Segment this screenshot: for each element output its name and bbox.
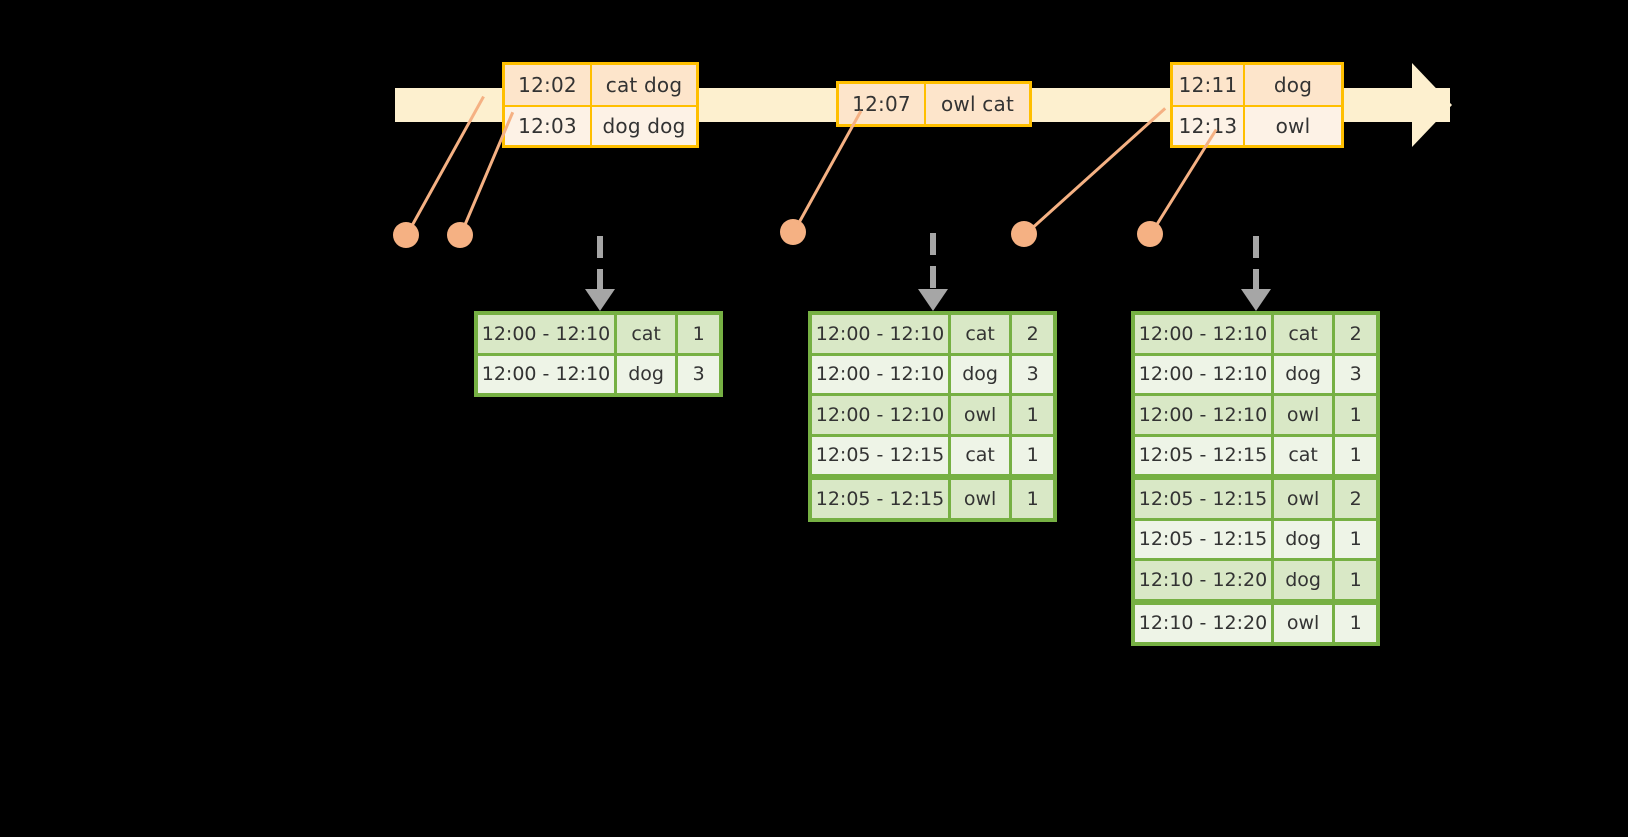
- dot-1202: [393, 222, 419, 248]
- cell-window: 12:00 - 12:10: [1135, 315, 1271, 353]
- connector-line-1207: [791, 110, 863, 235]
- cell-word: dog: [616, 355, 676, 393]
- cell-window: 12:05 - 12:15: [1135, 520, 1271, 558]
- event-row: 12:13 owl: [1173, 105, 1341, 145]
- cell-count: 1: [1335, 396, 1376, 434]
- event-row: 12:07 owl cat: [839, 84, 1029, 124]
- cell-count: 1: [1335, 520, 1376, 558]
- cell-word: owl: [1273, 604, 1333, 642]
- cell-count: 1: [1012, 480, 1053, 518]
- cell-word: dog: [1273, 355, 1333, 393]
- event-box-group-2: 12:07 owl cat: [836, 81, 1032, 127]
- cell-window: 12:05 - 12:15: [812, 436, 948, 474]
- event-row: 12:11 dog: [1173, 65, 1341, 105]
- dashed-arrow-3: [1241, 236, 1271, 311]
- cell-window: 12:00 - 12:10: [812, 315, 948, 353]
- cell-word: dog: [1273, 520, 1333, 558]
- dot-1207: [780, 219, 806, 245]
- event-box-group-1: 12:02 cat dog 12:03 dog dog: [502, 62, 699, 148]
- arrowhead-icon: [918, 289, 948, 311]
- cell-word: cat: [1273, 436, 1333, 474]
- event-words: dog: [1245, 65, 1341, 105]
- connector-line-1211: [1022, 107, 1167, 237]
- event-time: 12:02: [505, 65, 592, 105]
- cell-count: 3: [678, 355, 719, 393]
- event-words: owl cat: [926, 84, 1029, 124]
- dashed-line: [597, 236, 603, 291]
- timeline-arrowhead-icon: [1412, 63, 1452, 147]
- arrowhead-icon: [585, 289, 615, 311]
- dot-1211: [1011, 221, 1037, 247]
- event-time: 12:03: [505, 107, 592, 145]
- event-words: owl: [1245, 107, 1341, 145]
- cell-word: cat: [616, 315, 676, 353]
- event-row: 12:03 dog dog: [505, 105, 696, 145]
- event-words: cat dog: [592, 65, 696, 105]
- cell-window: 12:10 - 12:20: [1135, 561, 1271, 599]
- cell-window: 12:05 - 12:15: [812, 480, 948, 518]
- cell-count: 1: [1012, 436, 1053, 474]
- event-time: 12:11: [1173, 65, 1245, 105]
- event-row: 12:02 cat dog: [505, 65, 696, 105]
- dashed-arrow-1: [585, 236, 615, 311]
- dot-1203: [447, 222, 473, 248]
- connector-line-1203: [458, 111, 515, 238]
- cell-count: 2: [1335, 315, 1376, 353]
- cell-count: 1: [1335, 561, 1376, 599]
- cell-word: dog: [950, 355, 1010, 393]
- cell-word: owl: [950, 480, 1010, 518]
- dashed-arrow-2: [918, 233, 948, 311]
- cell-window: 12:10 - 12:20: [1135, 604, 1271, 642]
- arrowhead-icon: [1241, 289, 1271, 311]
- cell-count: 2: [1012, 315, 1053, 353]
- cell-window: 12:05 - 12:15: [1135, 480, 1271, 518]
- cell-count: 3: [1012, 355, 1053, 393]
- event-words: dog dog: [592, 107, 696, 145]
- cell-word: owl: [950, 396, 1010, 434]
- cell-word: cat: [1273, 315, 1333, 353]
- cell-count: 1: [678, 315, 719, 353]
- cell-count: 1: [1335, 604, 1376, 642]
- cell-window: 12:00 - 12:10: [812, 355, 948, 393]
- cell-word: owl: [1273, 396, 1333, 434]
- event-box-group-3: 12:11 dog 12:13 owl: [1170, 62, 1344, 148]
- cell-window: 12:00 - 12:10: [1135, 396, 1271, 434]
- cell-count: 2: [1335, 480, 1376, 518]
- cell-window: 12:00 - 12:10: [478, 355, 614, 393]
- cell-window: 12:00 - 12:10: [812, 396, 948, 434]
- cell-count: 1: [1012, 396, 1053, 434]
- cell-word: cat: [950, 315, 1010, 353]
- cell-window: 12:00 - 12:10: [1135, 355, 1271, 393]
- dashed-line: [1253, 236, 1259, 291]
- cell-count: 1: [1335, 436, 1376, 474]
- cell-count: 3: [1335, 355, 1376, 393]
- cell-word: owl: [1273, 480, 1333, 518]
- cell-word: cat: [950, 436, 1010, 474]
- cell-window: 12:05 - 12:15: [1135, 436, 1271, 474]
- dashed-line: [930, 233, 936, 291]
- dot-1213: [1137, 221, 1163, 247]
- event-time: 12:07: [839, 84, 926, 124]
- cell-window: 12:00 - 12:10: [478, 315, 614, 353]
- cell-word: dog: [1273, 561, 1333, 599]
